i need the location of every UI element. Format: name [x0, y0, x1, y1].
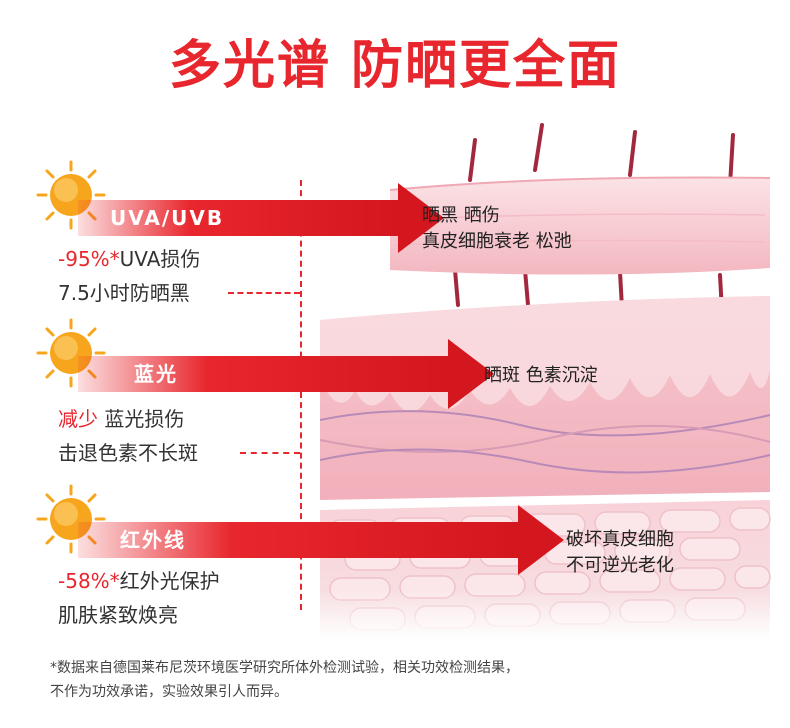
effect-line: 真皮细胞衰老 松弛	[422, 231, 572, 252]
uva-claim: UVA损伤	[119, 247, 201, 271]
dashed-guide-line	[300, 180, 302, 610]
arrow-right-icon	[398, 183, 444, 253]
uva-percent: -95%*	[58, 247, 120, 271]
ir-percent: -58%*	[58, 569, 120, 593]
blue-desc: 减少 蓝光损伤 击退色素不长斑	[58, 402, 198, 470]
effect-line: 晒斑 色素沉淀	[484, 365, 598, 386]
skin-layer-illustration	[300, 123, 790, 640]
blue-effect: 晒斑 色素沉淀	[484, 363, 598, 389]
blue-claim-2: 击退色素不长斑	[58, 441, 198, 465]
ir-claim: 红外光保护	[119, 569, 220, 593]
band-label: 蓝光	[134, 362, 178, 386]
footnote-line: *数据来自德国莱布尼茨环境医学研究所体外检测试验，相关功效检测结果，	[50, 660, 519, 676]
blue-claim: 蓝光损伤	[98, 407, 185, 431]
arrow-right-icon	[448, 339, 494, 409]
uva-desc: -95%*UVA损伤 7.5小时防晒黑	[58, 242, 200, 310]
uva-effect: 晒黑 晒伤 真皮细胞衰老 松弛	[422, 203, 572, 255]
ir-desc: -58%*红外光保护 肌肤紧致焕亮	[58, 564, 220, 632]
leader-line	[228, 292, 300, 294]
page-title: 多光谱 防晒更全面	[168, 36, 622, 96]
arrow-right-icon	[518, 505, 564, 575]
band-blue-light: 蓝光	[78, 339, 494, 409]
band-infrared: 红外线	[78, 505, 564, 575]
effect-line: 破坏真皮细胞	[566, 529, 674, 550]
band-label: UVA/UVB	[110, 206, 225, 230]
ir-claim-2: 肌肤紧致焕亮	[58, 603, 178, 627]
ir-effect: 破坏真皮细胞 不可逆光老化	[566, 527, 674, 579]
leader-line	[240, 452, 300, 454]
uva-claim-2: 7.5小时防晒黑	[58, 281, 190, 305]
effect-line: 晒黑 晒伤	[422, 205, 500, 226]
blue-highlight: 减少	[58, 407, 98, 431]
band-uva-uvb: UVA/UVB	[78, 183, 444, 253]
footnote-line: 不作为功效承诺，实验效果引人而异。	[50, 684, 288, 700]
footnote: *数据来自德国莱布尼茨环境医学研究所体外检测试验，相关功效检测结果， 不作为功效…	[50, 656, 519, 704]
band-label: 红外线	[120, 528, 186, 552]
effect-line: 不可逆光老化	[566, 555, 674, 576]
